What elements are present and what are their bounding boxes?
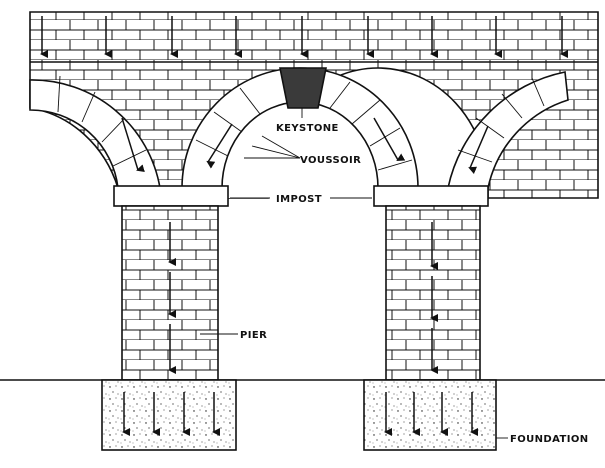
load-arrows [40,16,568,436]
arch-thrust-arrow [373,117,406,161]
pier-label: PIER [240,330,267,341]
keystone-label: KEYSTONE [276,123,339,134]
keystone-block [279,67,327,109]
right-pier [385,205,481,381]
right-impost [373,185,489,207]
leader-lines [200,108,508,439]
right-foundation [363,379,497,451]
left-impost [113,185,229,207]
arch-thrust-arrow [468,125,489,175]
middle-arch-ring [181,67,419,189]
arch-thrust-arrow [121,117,145,173]
foundation-label: FOUNDATION [510,434,589,445]
voussoir-label: VOUSSOIR [300,155,361,166]
voussoir-leader [261,135,301,159]
impost-label: IMPOST [276,194,322,205]
left-foundation [101,379,237,451]
arch-thrust-arrow [206,123,233,169]
voussoir-leader [251,145,301,159]
